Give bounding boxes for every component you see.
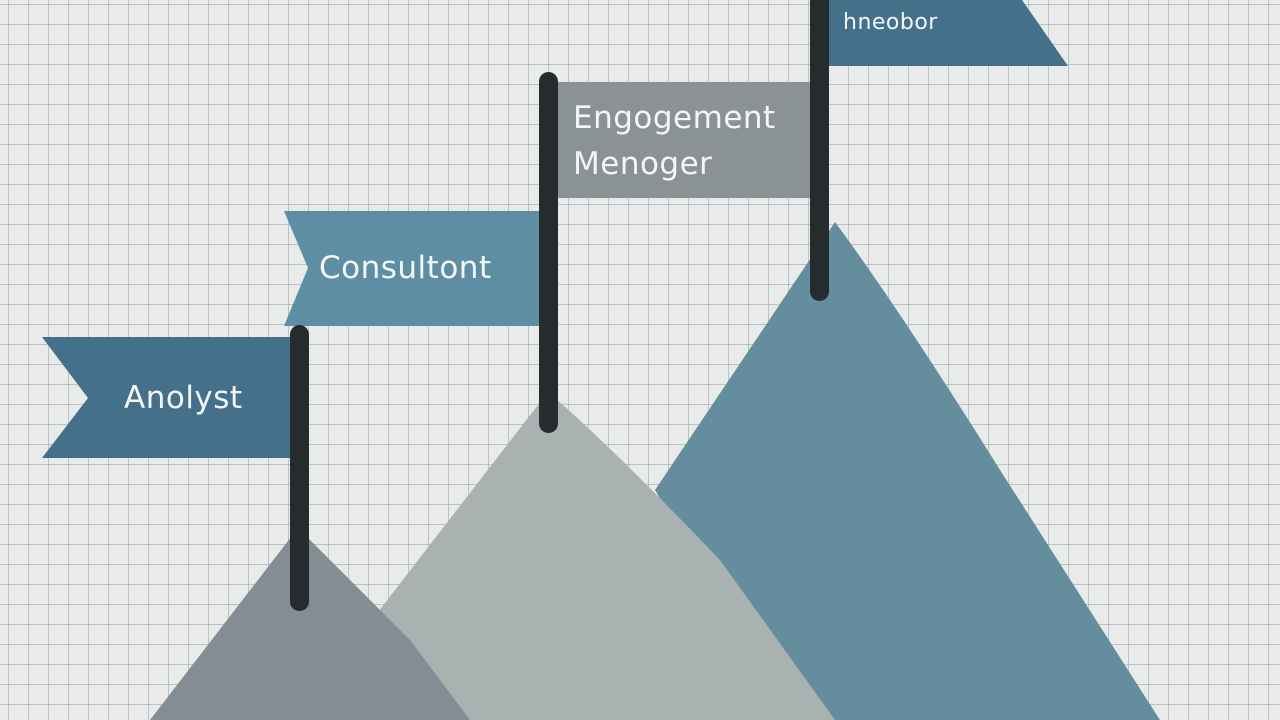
flag-pole-analyst — [290, 325, 309, 611]
flag-pole-engagement-manager — [810, 0, 829, 301]
flag-label-consultant: Consultont — [319, 250, 492, 286]
mountain-left-slate — [150, 528, 470, 720]
flag-label-engagement-manager-line2: Menoger — [573, 146, 712, 182]
flag-label-analyst: Anolyst — [124, 380, 243, 416]
flag-label-top: hneobor — [843, 10, 938, 35]
flag-banner-analyst — [42, 337, 292, 458]
flag-pole-consultant — [539, 72, 558, 433]
flag-banner-consultant — [284, 211, 548, 326]
flag-banner-top — [826, 0, 1068, 66]
mountain-tall-teal — [655, 222, 1160, 720]
flag-banner-engagement-manager — [556, 82, 810, 198]
flag-label-engagement-manager-line1: Engogement — [573, 100, 776, 136]
mountain-middle-gray — [378, 392, 835, 720]
